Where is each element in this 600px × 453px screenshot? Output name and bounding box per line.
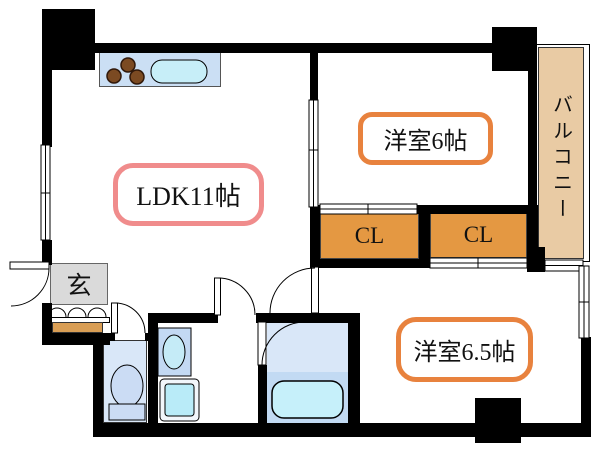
wall [42, 303, 52, 345]
wall [93, 333, 103, 437]
window [578, 265, 590, 339]
wall [527, 205, 538, 268]
washing-machine [159, 378, 200, 422]
wall [528, 68, 537, 260]
wall [42, 53, 52, 147]
balcony [538, 47, 584, 259]
wall [310, 205, 320, 268]
wall [348, 313, 360, 423]
wall [256, 313, 360, 323]
closet-right: CL [430, 212, 527, 258]
kitchen-counter [99, 52, 221, 87]
entrance-label: 玄 [66, 273, 92, 300]
entrance-door [9, 261, 50, 307]
sliding-door [308, 99, 319, 208]
wall [145, 333, 158, 341]
wall [310, 259, 420, 268]
entrance-step [52, 322, 103, 333]
column [475, 398, 521, 443]
washroom-door [214, 277, 256, 316]
wall [93, 423, 591, 437]
wall [148, 313, 218, 323]
closet-right-label: CL [463, 222, 494, 247]
wall [581, 337, 591, 427]
column [492, 27, 537, 71]
balcony-label: バルコニー [549, 94, 572, 224]
bedroom-door [269, 266, 319, 314]
wall [148, 313, 158, 423]
toilet-room-floor [103, 340, 147, 423]
sliding-door [429, 257, 528, 269]
wall [42, 240, 52, 265]
wall [103, 333, 115, 341]
entrance-hall: 玄 [50, 263, 108, 305]
closet-left: CL [320, 213, 419, 259]
washbasin [157, 327, 192, 377]
room-ldk-label: LDK11帖 [113, 163, 264, 226]
shoe-cabinet-doors [47, 307, 107, 318]
closet-left-label: CL [354, 223, 385, 248]
room-bedroom6-label: 洋室6帖 [358, 112, 493, 165]
wall [527, 247, 545, 272]
window [40, 144, 51, 241]
wall [417, 205, 538, 214]
toilet-door [111, 302, 146, 334]
wall [310, 53, 318, 100]
bathroom-floor-lower [267, 372, 348, 423]
wall [95, 43, 492, 53]
room-bedroom65-label: 洋室6.5帖 [396, 317, 533, 382]
wall [419, 205, 430, 268]
wall [258, 365, 267, 423]
